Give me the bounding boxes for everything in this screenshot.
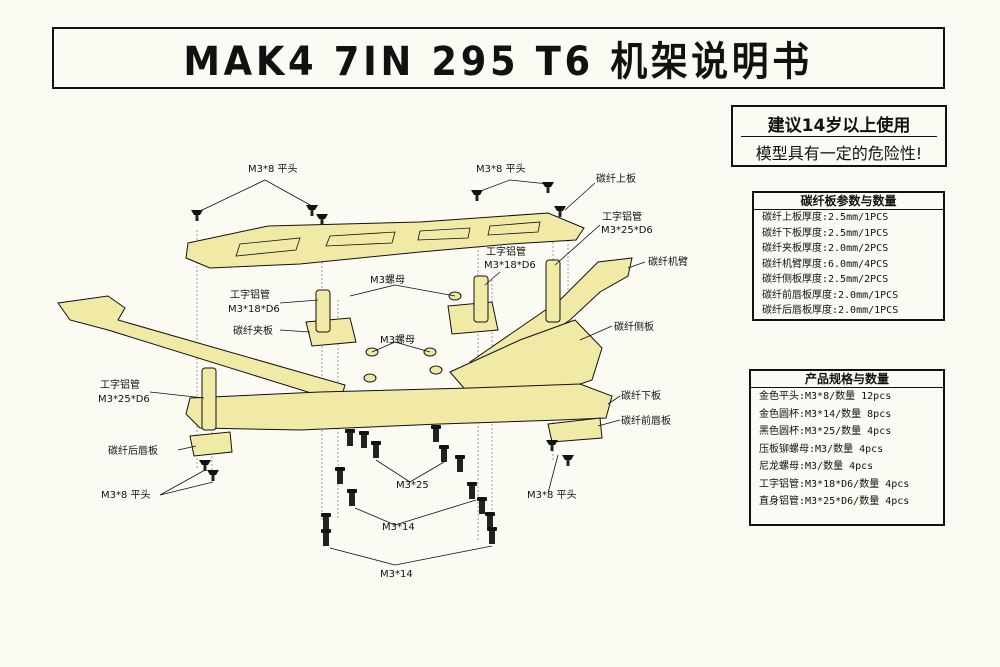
- table-row: 碳纤上板厚度:2.5mm/1PCS: [762, 212, 889, 223]
- table-row: 黑色圆杯:M3*25/数量 4pcs: [759, 426, 892, 437]
- label-standoff-right-top: 工字铝管: [602, 210, 642, 223]
- label-nut-mid: M3螺母: [380, 334, 415, 346]
- m3x14-screws: [321, 467, 497, 546]
- leader-lines: [149, 179, 646, 566]
- label-standoff-left-low-size: M3*25*D6: [98, 394, 150, 405]
- label-m3x8-bottom-right: M3*8 平头: [527, 489, 577, 501]
- product-spec-header: 产品规格与数量: [751, 371, 943, 388]
- table-row: 碳纤机臂厚度:6.0mm/4PCS: [762, 258, 889, 270]
- table-row: 碳纤前唇板厚度:2.0mm/1PCS: [762, 289, 899, 301]
- table-row: 压板铆螺母:M3/数量 4pcs: [759, 443, 884, 455]
- top-plate-cutouts: [235, 221, 541, 257]
- table-row: 直身铝管:M3*25*D6/数量 4pcs: [759, 496, 910, 507]
- table-row: 工字铝管:M3*18*D6/数量 4pcs: [759, 478, 910, 490]
- label-rear-lip: 碳纤后唇板: [108, 444, 158, 457]
- standoffs: [201, 259, 561, 431]
- label-standoff-mid: 工字铝管: [486, 245, 526, 258]
- label-standoff-left-low: 工字铝管: [100, 378, 140, 391]
- front-lip-plate-shape: [547, 417, 603, 443]
- warning-divider: [741, 136, 937, 137]
- label-m3x8-top-right: M3*8 平头: [476, 163, 526, 175]
- label-standoff-right-top-size: M3*25*D6: [601, 225, 653, 236]
- label-side-plate: 碳纤侧板: [614, 320, 654, 333]
- label-m3x8-bottom-left: M3*8 平头: [101, 489, 151, 501]
- label-m3x14-a: M3*14: [382, 522, 415, 533]
- label-front-lip: 碳纤前唇板: [621, 414, 671, 427]
- clamp-plate-left: [305, 317, 357, 347]
- label-standoff-left-size: M3*18*D6: [228, 304, 280, 315]
- table-row: 碳纤夹板厚度:2.0mm/2PCS: [762, 243, 889, 254]
- rear-lip-plate-shape: [189, 431, 233, 457]
- label-standoff-mid-size: M3*18*D6: [484, 260, 536, 271]
- table-row: 尼龙螺母:M3/数量 4pcs: [759, 461, 874, 472]
- table-row: 金色圆杯:M3*14/数量 8pcs: [759, 408, 892, 420]
- age-warning-text: 建议14岁以上使用: [767, 116, 911, 136]
- table-row: 碳纤后唇板厚度:2.0mm/1PCS: [762, 305, 899, 316]
- table-row: 金色平头:M3*8/数量 12pcs: [759, 391, 892, 402]
- table-row: 碳纤侧板厚度:2.5mm/2PCS: [762, 274, 889, 285]
- bottom-flat-head-screws: [199, 440, 574, 481]
- age-warning-box: 建议14岁以上使用 模型具有一定的危险性!: [731, 105, 947, 167]
- top-plate-shape: [185, 212, 585, 269]
- label-bottom-plate: 碳纤下板: [621, 389, 661, 402]
- bottom-plate-shape: [185, 383, 613, 431]
- label-standoff-left: 工字铝管: [230, 288, 270, 301]
- label-arm: 碳纤机臂: [648, 255, 688, 268]
- label-m3x8-top-left: M3*8 平头: [248, 163, 298, 175]
- product-spec-table: 产品规格与数量 金色平头:M3*8/数量 12pcs 金色圆杯:M3*14/数量…: [749, 369, 945, 526]
- label-m3x25: M3*25: [396, 480, 429, 491]
- page-title: MAK4 7IN 295 T6 机架说明书: [183, 39, 814, 85]
- danger-warning-text: 模型具有一定的危险性!: [755, 144, 923, 163]
- plate-params-header: 碳纤板参数与数量: [754, 193, 943, 210]
- label-top-plate: 碳纤上板: [596, 172, 636, 185]
- arm-left-shape: [57, 295, 346, 403]
- m3x25-screws: [345, 425, 465, 472]
- label-nut-top: M3螺母: [370, 274, 405, 286]
- plate-params-table: 碳纤板参数与数量 碳纤上板厚度:2.5mm/1PCS 碳纤下板厚度:2.5mm/…: [752, 191, 945, 321]
- title-box: MAK4 7IN 295 T6 机架说明书: [52, 27, 945, 89]
- clamp-plate-right: [447, 301, 499, 335]
- label-clamp-plate: 碳纤夹板: [233, 324, 273, 337]
- label-m3x14-b: M3*14: [380, 569, 413, 580]
- table-row: 碳纤下板厚度:2.5mm/1PCS: [762, 227, 889, 239]
